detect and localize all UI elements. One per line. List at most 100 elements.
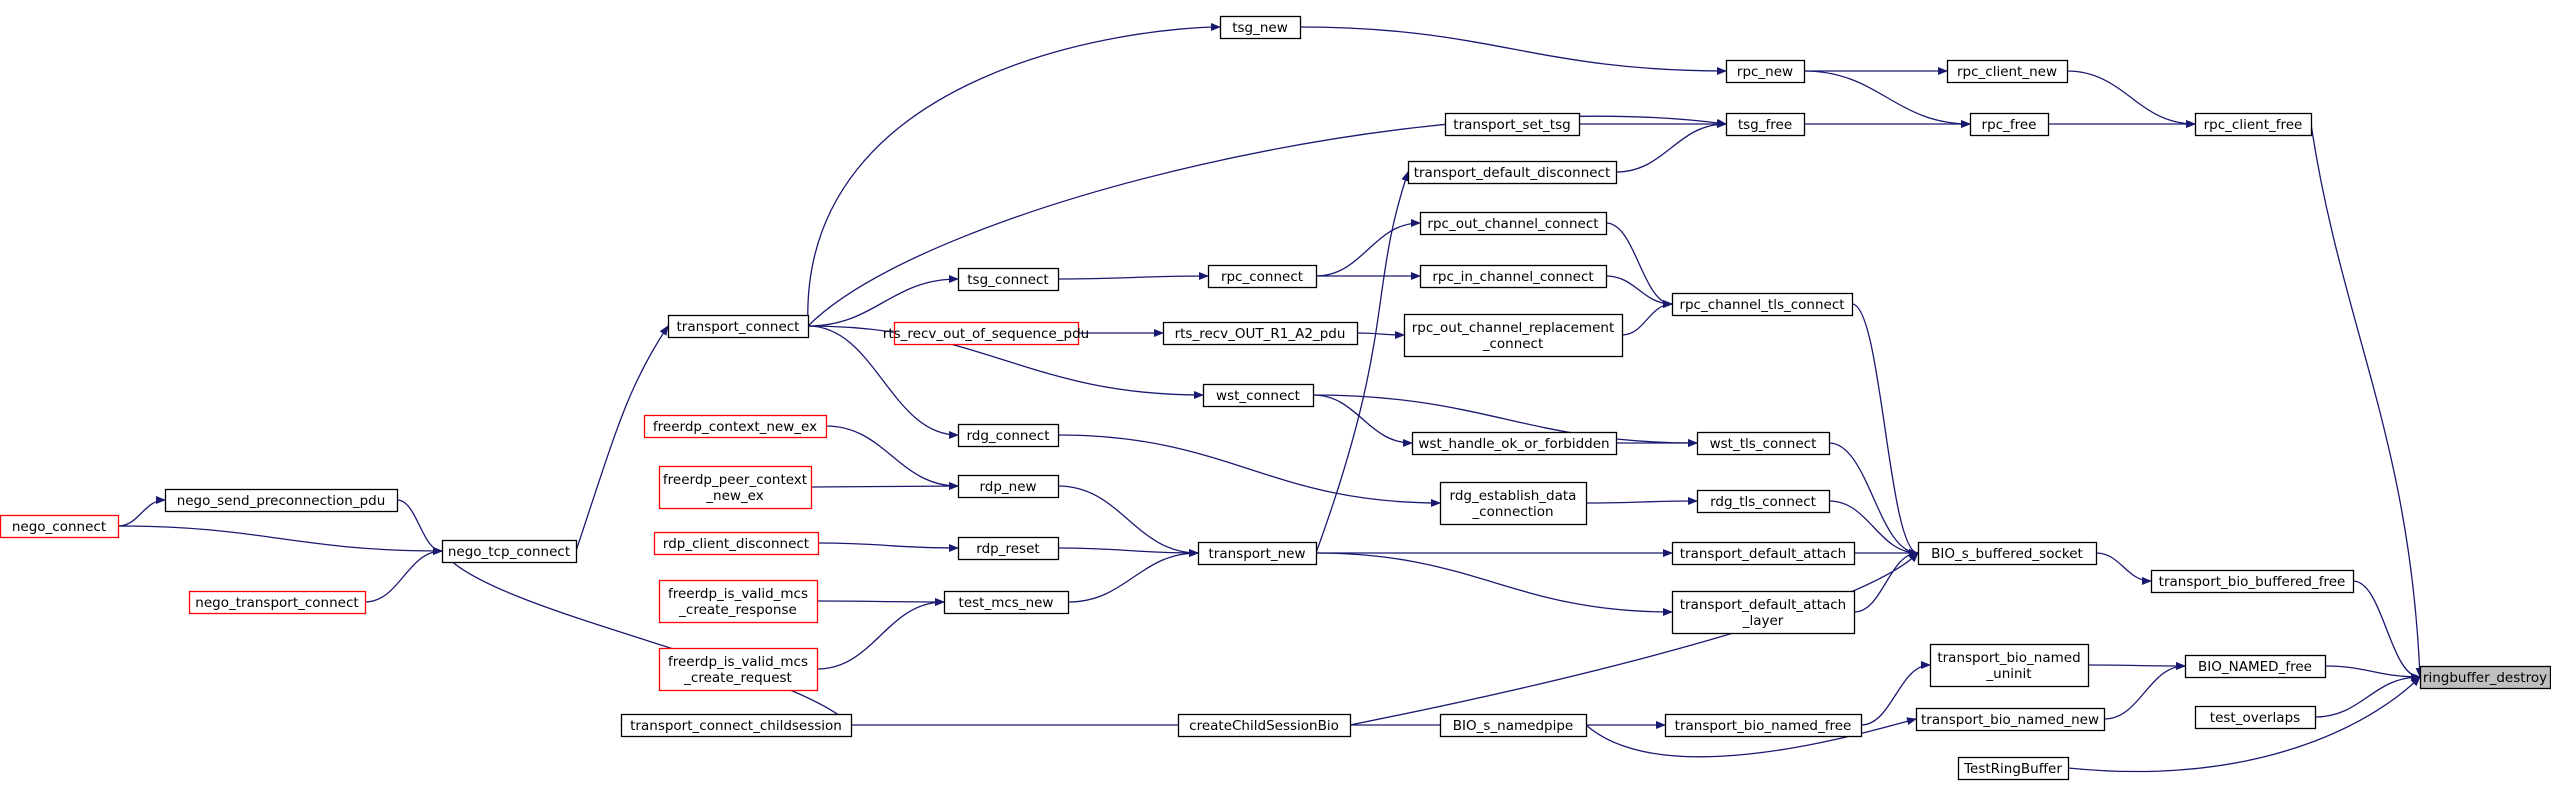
graph-node-rts-recv-out-of-sequence-pdu[interactable]: rts_recv_out_of_sequence_pdu <box>883 321 1089 346</box>
graph-node-test-mcs-new[interactable]: test_mcs_new <box>943 590 1070 615</box>
graph-node-rdp-client-disconnect[interactable]: rdp_client_disconnect <box>653 531 820 556</box>
graph-node-ringbuffer-destroy[interactable]: ringbuffer_destroy <box>2419 665 2551 690</box>
graph-node-freerdp-peer-context-new-ex[interactable]: freerdp_peer_context_new_ex <box>658 465 813 510</box>
node-box <box>1696 431 1831 456</box>
node-box <box>1419 264 1608 289</box>
node-box <box>2184 654 2327 679</box>
edge-bio-s-namedpipe-to-transport-bio-named-new <box>1585 717 1917 758</box>
node-label: rpc_out_channel_replacement <box>1412 320 1615 336</box>
node-label: transport_bio_named_new <box>1921 712 2099 728</box>
graph-node-transport-set-tsg[interactable]: transport_set_tsg <box>1444 112 1581 137</box>
graph-node-nego-send-preconnection-pdu[interactable]: nego_send_preconnection_pdu <box>164 488 399 513</box>
node-label: test_mcs_new <box>959 595 1054 611</box>
node-label: rpc_out_channel_connect <box>1427 216 1598 232</box>
edge-rdg-establish-data-connection-to-rdg-tls-connect <box>1585 497 1698 506</box>
node-box <box>1444 112 1581 137</box>
node-label: transport_connect <box>677 319 800 335</box>
graph-node-test-overlaps[interactable]: test_overlaps <box>2194 705 2317 730</box>
edge-transport-connect-to-tsg-free <box>807 115 1727 327</box>
node-label: tsg_free <box>1738 117 1792 133</box>
graph-node-rpc-client-free[interactable]: rpc_client_free <box>2194 112 2313 137</box>
node-box <box>957 423 1060 448</box>
node-box <box>1671 590 1856 635</box>
node-label: transport_bio_named <box>1937 650 2080 666</box>
graph-node-freerdp-context-new-ex[interactable]: freerdp_context_new_ex <box>643 414 828 439</box>
edge-freerdp-context-new-ex-to-rdp-new <box>825 425 959 490</box>
edge-test-mcs-new-to-transport-new <box>1067 549 1199 603</box>
graph-node-bio-s-buffered-socket[interactable]: BIO_s_buffered_socket <box>1917 541 2098 566</box>
graph-node-wst-connect[interactable]: wst_connect <box>1202 383 1315 408</box>
node-box <box>653 531 820 556</box>
node-label: nego_transport_connect <box>195 595 358 611</box>
node-box <box>1197 541 1318 566</box>
node-box <box>1725 59 1806 84</box>
graph-node-tsg-new[interactable]: tsg_new <box>1219 15 1302 40</box>
graph-node-transport-bio-named-uninit[interactable]: transport_bio_named_uninit <box>1929 643 2090 688</box>
graph-node-freerdp-is-valid-mcs-create-request[interactable]: freerdp_is_valid_mcs_create_request <box>658 647 819 692</box>
node-box <box>658 465 813 510</box>
graph-node-wst-handle-ok-or-forbidden[interactable]: wst_handle_ok_or_forbidden <box>1411 431 1618 456</box>
edge-tsg-connect-to-rpc-connect <box>1057 272 1209 281</box>
node-label: nego_send_preconnection_pdu <box>177 493 386 509</box>
node-label: wst_connect <box>1216 388 1300 404</box>
graph-node-freerdp-is-valid-mcs-create-response[interactable]: freerdp_is_valid_mcs_create_response <box>658 579 819 624</box>
edge-transport-connect-to-tsg-connect <box>807 275 959 327</box>
graph-node-nego-transport-connect[interactable]: nego_transport_connect <box>188 590 367 615</box>
graph-node-rpc-connect[interactable]: rpc_connect <box>1207 264 1318 289</box>
node-box <box>1671 541 1856 566</box>
node-box <box>1403 313 1624 358</box>
graph-node-transport-connect[interactable]: transport_connect <box>667 314 810 339</box>
graph-node-nego-connect[interactable]: nego_connect <box>0 514 120 539</box>
graph-node-tsg-connect[interactable]: tsg_connect <box>957 267 1060 292</box>
node-label: freerdp_context_new_ex <box>653 419 817 435</box>
graph-node-rdg-establish-data-connection[interactable]: rdg_establish_data_connection <box>1439 481 1588 526</box>
graph-node-nego-tcp-connect[interactable]: nego_tcp_connect <box>441 539 578 564</box>
graph-node-rpc-out-channel-connect[interactable]: rpc_out_channel_connect <box>1419 211 1608 236</box>
graph-node-tsg-free[interactable]: tsg_free <box>1725 112 1806 137</box>
node-label: rpc_connect <box>1221 269 1303 285</box>
graph-node-bio-named-free[interactable]: BIO_NAMED_free <box>2184 654 2327 679</box>
graph-node-bio-s-namedpipe[interactable]: BIO_s_namedpipe <box>1439 713 1588 738</box>
graph-node-transport-bio-buffered-free[interactable]: transport_bio_buffered_free <box>2150 569 2355 594</box>
node-label: rdp_new <box>979 479 1036 495</box>
graph-node-rdg-tls-connect[interactable]: rdg_tls_connect <box>1696 489 1831 514</box>
graph-node-rdp-new[interactable]: rdp_new <box>957 474 1060 499</box>
graph-node-testringbuffer[interactable]: TestRingBuffer <box>1957 756 2070 781</box>
node-label: rts_recv_OUT_R1_A2_pdu <box>1175 326 1346 342</box>
node-box <box>957 536 1060 561</box>
graph-node-transport-default-attach-layer[interactable]: transport_default_attach_layer <box>1671 590 1856 635</box>
node-box <box>667 314 810 339</box>
graph-node-rpc-client-new[interactable]: rpc_client_new <box>1946 59 2069 84</box>
edge-transport-connect-childsession-to-nego-tcp-connect <box>441 550 852 726</box>
graph-node-transport-default-attach[interactable]: transport_default_attach <box>1671 541 1856 566</box>
node-box <box>1915 707 2106 732</box>
graph-node-rpc-free[interactable]: rpc_free <box>1969 112 2050 137</box>
graph-node-wst-tls-connect[interactable]: wst_tls_connect <box>1696 431 1831 456</box>
node-box <box>1419 211 1608 236</box>
graph-node-transport-default-disconnect[interactable]: transport_default_disconnect <box>1407 160 1618 185</box>
edge-transport-connect-to-tsg-new <box>807 23 1221 327</box>
graph-node-rts-recv-out-r1-a2-pdu[interactable]: rts_recv_OUT_R1_A2_pdu <box>1162 321 1359 346</box>
node-box <box>1917 541 2098 566</box>
edge-rpc-in-channel-connect-to-rpc-channel-tls-connect <box>1605 275 1673 308</box>
node-box <box>957 267 1060 292</box>
graph-node-rpc-in-channel-connect[interactable]: rpc_in_channel_connect <box>1419 264 1608 289</box>
graph-node-transport-new[interactable]: transport_new <box>1197 541 1318 566</box>
node-box <box>1177 713 1352 738</box>
edge-rpc-client-new-to-rpc-client-free <box>2066 70 2196 128</box>
graph-node-transport-bio-named-free[interactable]: transport_bio_named_free <box>1664 713 1863 738</box>
graph-node-createchildsessionbio[interactable]: createChildSessionBio <box>1177 713 1352 738</box>
graph-node-rdg-connect[interactable]: rdg_connect <box>957 423 1060 448</box>
graph-node-rdp-reset[interactable]: rdp_reset <box>957 536 1060 561</box>
graph-node-transport-bio-named-new[interactable]: transport_bio_named_new <box>1915 707 2106 732</box>
node-label: transport_bio_buffered_free <box>2159 574 2346 590</box>
edge-transport-new-to-transport-default-disconnect <box>1315 171 1409 554</box>
node-box <box>1946 59 2069 84</box>
edge-testringbuffer-to-ringbuffer-destroy <box>2067 676 2421 773</box>
graph-node-transport-connect-childsession[interactable]: transport_connect_childsession <box>620 713 853 738</box>
graph-node-rpc-new[interactable]: rpc_new <box>1725 59 1806 84</box>
graph-node-rpc-channel-tls-connect[interactable]: rpc_channel_tls_connect <box>1671 292 1854 317</box>
node-label: rts_recv_out_of_sequence_pdu <box>883 326 1089 342</box>
node-label: BIO_NAMED_free <box>2198 659 2312 675</box>
graph-node-rpc-out-channel-replacement-connect[interactable]: rpc_out_channel_replacement_connect <box>1403 313 1624 358</box>
